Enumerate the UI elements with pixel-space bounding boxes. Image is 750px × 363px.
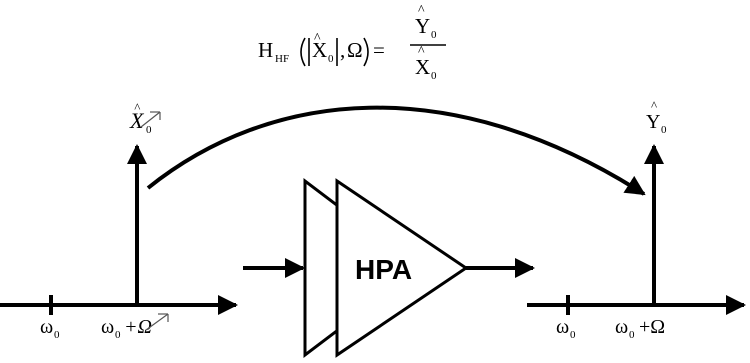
output-tick-label-right-suffix: +Ω [639,316,665,338]
output-tick-label-right-subscript: 0 [629,329,635,341]
output-tick-label-right-symbol: ω [615,316,628,338]
input-tick-label-right-subscript: 0 [115,329,121,341]
formula-numerator-subscript: 0 [431,29,437,41]
formula-numerator-hat: ^ [418,3,425,18]
output-arrow-label-hat: ^ [651,98,657,113]
hpa-amplifier: HPA [243,177,535,359]
formula-numerator-symbol: Y [415,14,430,38]
input-tick-label-left-symbol: ω [40,316,53,338]
formula-equals: = [373,38,385,62]
transfer-curve-arrow [146,105,646,196]
formula-denominator-symbol: X [415,55,430,79]
transfer-function-formula: H HF ^ X 0 , Ω = ^ Y 0 ^ X 0 [258,3,446,82]
input-tick-label-right-suffix: +Ω [124,316,152,338]
input-tick-label-left-subscript: 0 [54,329,60,341]
formula-left-paren [300,37,306,67]
formula-denominator-subscript: 0 [431,70,437,82]
hpa-front-triangle [335,178,469,358]
input-arrow-label-symbol: X [129,108,145,133]
input-arrow-label-subscript: 0 [146,124,152,136]
output-spectrum: ^ Y 0 ω 0 ω 0 +Ω [527,98,746,341]
formula-input-hat: ^ [314,31,321,46]
input-arrow-label-scribble-icon [140,111,161,128]
formula-input-subscript: 0 [328,53,334,65]
formula-omega: Ω [347,38,363,62]
formula-input-symbol: X [312,38,327,62]
formula-comma: , [340,38,345,62]
formula-function-name: H [258,38,273,62]
output-arrow-label-symbol: Y [646,111,660,133]
formula-right-paren [363,37,369,67]
input-arrow-label-hat: ^ [134,100,141,115]
output-tick-label-left-subscript: 0 [570,329,576,341]
output-arrow-label-subscript: 0 [661,124,667,136]
formula-denominator-hat: ^ [418,44,425,59]
output-tick-label-left-symbol: ω [556,316,569,338]
hpa-label: HPA [355,254,412,285]
formula-function-subscript: HF [275,53,289,65]
input-tick-label-scribble-icon [145,313,169,331]
input-tick-label-right-symbol: ω [101,316,114,338]
input-spectrum: ^ X 0 ω 0 ω 0 +Ω [0,100,238,341]
